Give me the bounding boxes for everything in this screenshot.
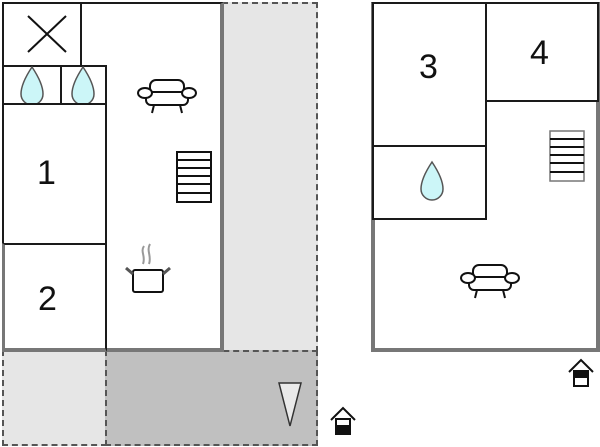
terrace-area-bottom-left: [2, 350, 107, 446]
room-label-4: 4: [530, 34, 549, 72]
no-access-cross-icon: [27, 15, 67, 53]
water-drop-icon: [20, 65, 44, 106]
room-label-1: 1: [37, 154, 56, 192]
room-label-2: 2: [38, 280, 57, 318]
entrance-house-icon: [330, 406, 356, 435]
bedroom-2: [2, 243, 107, 352]
sofa-icon: [137, 79, 197, 114]
stairs-icon: [549, 130, 585, 182]
triangle-marker-icon: [278, 382, 302, 427]
bedroom-1: [2, 103, 107, 245]
cooking-pot-icon: [125, 243, 171, 293]
bedroom-4: [485, 2, 599, 102]
sofa-icon: [460, 264, 520, 299]
water-drop-icon: [420, 160, 444, 201]
entrance-house-icon: [568, 358, 594, 387]
water-drop-icon: [71, 65, 95, 106]
stairs-icon: [176, 151, 212, 203]
terrace-area-right: [222, 2, 318, 352]
room-label-3: 3: [419, 48, 438, 86]
